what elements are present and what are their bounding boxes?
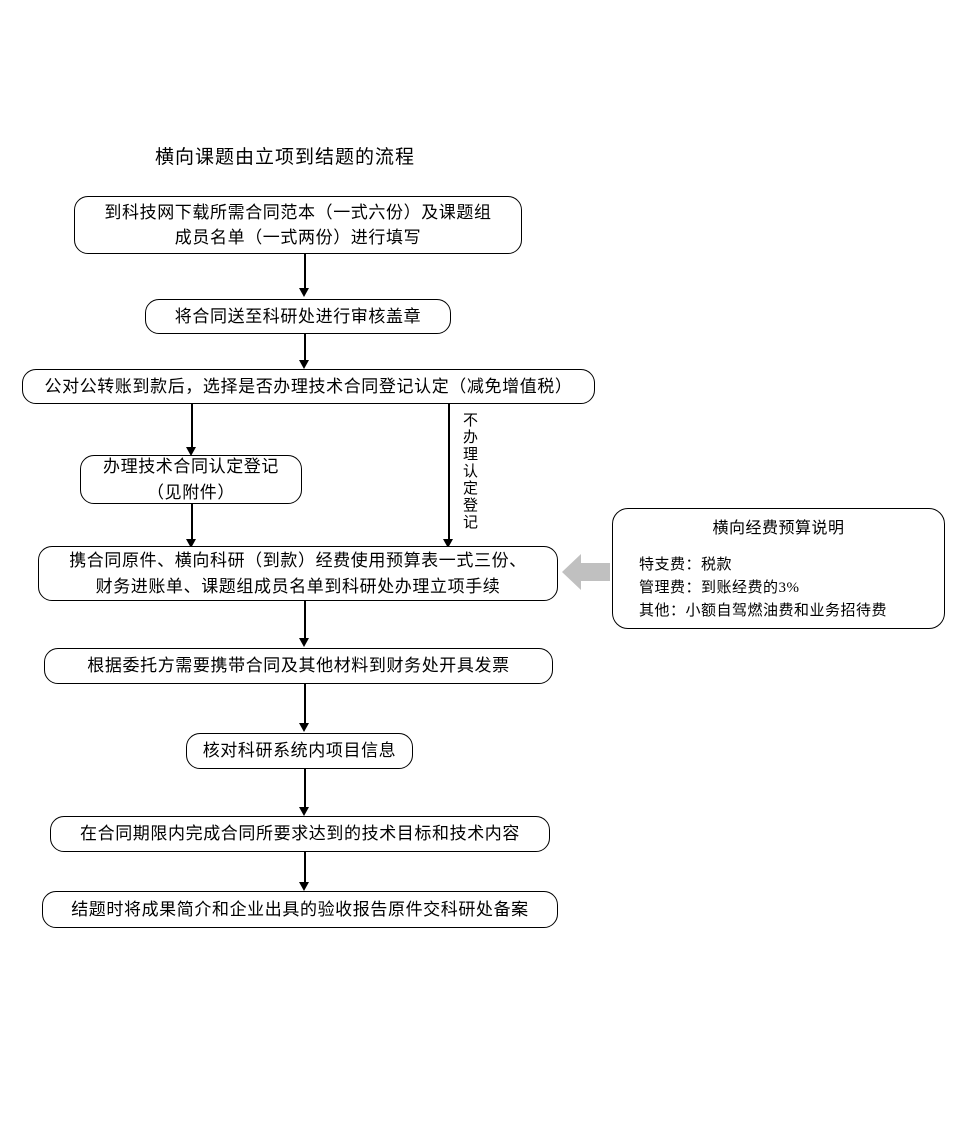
flow-node-project-establish[interactable]: 携合同原件、横向科研（到款）经费使用预算表一式三份、 财务进账单、课题组成员名单… [38, 546, 558, 601]
flow-node-do-registration[interactable]: 办理技术合同认定登记 （见附件） [80, 455, 302, 504]
flow-node-project-establish-line1: 携合同原件、横向科研（到款）经费使用预算表一式三份、 [69, 551, 527, 570]
connector-establish-to-invoice [304, 601, 306, 639]
flow-node-project-establish-line2: 财务进账单、课题组成员名单到科研处办理立项手续 [95, 576, 501, 596]
page-title: 横向课题由立项到结题的流程 [155, 147, 416, 168]
flow-node-verify-system-info-line1: 核对科研系统内项目信息 [202, 741, 397, 761]
connector-submit-to-decision [304, 334, 306, 361]
callout-arrow-icon [562, 552, 610, 597]
connector-decision-to-establish [448, 404, 450, 540]
connector-registration-to-establish [191, 504, 193, 540]
note-line-other-fee: 其他：小额自驾燃油费和业务招待费 [639, 603, 888, 620]
note-line-management-fee: 管理费：到账经费的3% [639, 580, 800, 597]
flow-node-download-template-line1: 到科技网下载所需合同范本（一式六份）及课题组 [104, 202, 492, 222]
arrow-head-complete-to-file [298, 882, 309, 891]
callout-arrow-svg [562, 554, 610, 590]
flow-node-do-registration-line2: （见附件） [147, 482, 235, 502]
flow-node-download-template[interactable]: 到科技网下载所需合同范本（一式六份）及课题组 成员名单（一式两份）进行填写 [74, 196, 522, 254]
connector-download-to-submit [304, 254, 306, 289]
arrow-head-decision-to-registration [185, 447, 196, 456]
note-box-title: 横向经费预算说明 [712, 520, 845, 537]
flow-node-complete-tech-goals[interactable]: 在合同期限内完成合同所要求达到的技术目标和技术内容 [50, 816, 550, 852]
connector-decision-to-registration [191, 404, 193, 448]
flow-node-download-template-line2: 成员名单（一式两份）进行填写 [174, 228, 422, 247]
flow-node-issue-invoice-line1: 根据委托方需要携带合同及其他材料到财务处开具发票 [87, 656, 510, 676]
arrow-head-verify-to-complete [298, 807, 309, 816]
arrow-head-establish-to-invoice [298, 638, 309, 647]
branch-label-no-registration: 不办理认定登记 [461, 412, 477, 531]
flow-node-issue-invoice[interactable]: 根据委托方需要携带合同及其他材料到财务处开具发票 [44, 648, 553, 684]
note-line-special-fee: 特支费：税款 [639, 556, 733, 573]
flow-node-submit-contract-line1: 将合同送至科研处进行审核盖章 [174, 306, 422, 326]
note-box-budget[interactable]: 横向经费预算说明 特支费：税款 管理费：到账经费的3% 其他：小额自驾燃油费和业… [612, 508, 945, 629]
arrow-head-download-to-submit [298, 288, 309, 297]
flow-node-verify-system-info[interactable]: 核对科研系统内项目信息 [186, 733, 413, 769]
flow-node-complete-tech-goals-line1: 在合同期限内完成合同所要求达到的技术目标和技术内容 [80, 824, 520, 844]
arrow-head-submit-to-decision [298, 360, 309, 369]
flow-node-file-final-report-line1: 结题时将成果简介和企业出具的验收报告原件交科研处备案 [71, 899, 529, 919]
flow-node-decision-registration[interactable]: 公对公转账到款后，选择是否办理技术合同登记认定（减免增值税） [22, 369, 595, 404]
arrow-head-registration-to-establish [185, 539, 196, 548]
flow-node-do-registration-line1: 办理技术合同认定登记 [103, 457, 279, 476]
flow-node-submit-contract[interactable]: 将合同送至科研处进行审核盖章 [145, 299, 451, 334]
connector-complete-to-file [304, 852, 306, 883]
arrow-head-invoice-to-verify [298, 723, 309, 732]
arrow-head-decision-to-establish [442, 539, 453, 548]
flow-node-decision-registration-line1: 公对公转账到款后，选择是否办理技术合同登记认定（减免增值税） [44, 376, 573, 396]
connector-invoice-to-verify [304, 684, 306, 724]
connector-verify-to-complete [304, 769, 306, 808]
flow-node-file-final-report[interactable]: 结题时将成果简介和企业出具的验收报告原件交科研处备案 [42, 891, 558, 928]
